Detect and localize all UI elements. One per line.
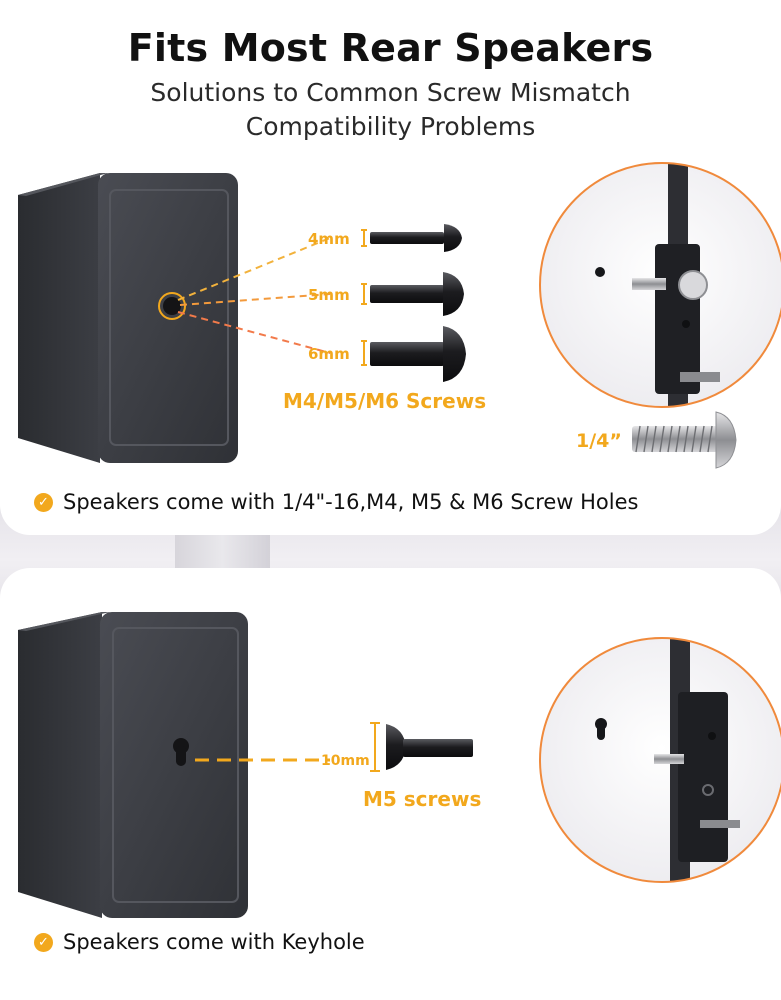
zoom-detail-top <box>539 162 781 408</box>
zoom-detail-bottom <box>539 637 781 883</box>
feature-caption-keyhole: ✓ Speakers come with Keyhole <box>34 930 365 954</box>
speaker-cabinet-top <box>18 173 238 463</box>
size-label-4mm: 4mm <box>308 230 350 248</box>
size-guide-lines <box>177 237 331 354</box>
check-circle-icon: ✓ <box>34 932 53 952</box>
screws-label-m5: M5 screws <box>363 787 481 811</box>
screws-label-m4-m5-m6: M4/M5/M6 Screws <box>283 389 486 413</box>
quarter-inch-screw <box>632 411 737 469</box>
check-circle-icon: ✓ <box>34 492 53 512</box>
quarter-inch-label: 1/4” <box>576 430 622 452</box>
screw-hole <box>163 297 181 315</box>
keyhole-slot <box>173 738 189 766</box>
speaker-cabinet-bottom <box>18 612 248 918</box>
size-label-5mm: 5mm <box>308 286 350 304</box>
caption-text: Speakers come with 1/4"-16,M4, M5 & M6 S… <box>63 490 639 514</box>
size-label-6mm: 6mm <box>308 345 350 363</box>
caption-text: Speakers come with Keyhole <box>63 930 365 954</box>
feature-caption-screw-holes: ✓ Speakers come with 1/4"-16,M4, M5 & M6… <box>34 490 638 514</box>
screw-m4 <box>370 224 462 252</box>
background-stand <box>175 530 270 575</box>
screw-m5-keyhole <box>386 724 473 770</box>
screw-m6 <box>370 326 466 382</box>
screw-m5 <box>370 272 464 316</box>
page-subtitle: Solutions to Common Screw Mismatch Compa… <box>150 78 631 141</box>
page-title: Fits Most Rear Speakers <box>127 26 654 70</box>
size-label-10mm: 10mm <box>321 753 370 769</box>
